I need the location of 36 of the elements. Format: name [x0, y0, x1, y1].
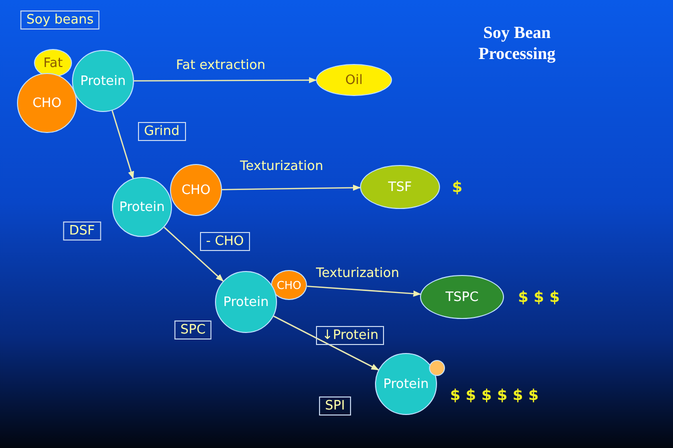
arrow	[306, 286, 422, 297]
arrow	[112, 110, 134, 180]
arrow	[134, 77, 317, 84]
stage-label-box: SPI	[319, 396, 351, 416]
price-label: $ $ $ $ $ $	[450, 386, 539, 404]
edge-label: Texturization	[240, 159, 324, 174]
price-label: $ $ $	[518, 288, 560, 306]
node-label: Fat	[43, 56, 63, 70]
edge-label: Texturization	[316, 266, 400, 281]
node-label: CHO	[32, 96, 62, 110]
arrow	[222, 184, 361, 191]
node-label: TSPC	[445, 290, 479, 304]
component-circle	[170, 164, 222, 216]
product-ellipse	[34, 49, 72, 77]
arrow	[273, 316, 380, 370]
node-label: Protein	[119, 200, 165, 214]
node-label: CHO	[276, 278, 302, 292]
node-label: Protein	[223, 294, 269, 310]
step-label-box: - CHO	[200, 232, 250, 251]
stage-label-box: Soy beans	[20, 10, 100, 30]
stage-label-box: DSF	[63, 222, 101, 240]
edge-label: Fat extraction	[176, 58, 266, 73]
price-label: $	[452, 178, 462, 196]
node-label: Oil	[345, 72, 363, 88]
stage-label-box: SPC	[174, 320, 212, 340]
product-ellipse	[271, 270, 307, 300]
node-label: CHO	[181, 182, 211, 198]
component-circle	[215, 271, 277, 333]
step-label-box: Grind	[138, 122, 186, 141]
circle-shape	[429, 360, 445, 376]
node-label: Protein	[80, 74, 126, 88]
step-label-box: ↓Protein	[316, 326, 384, 345]
arrow	[164, 226, 224, 282]
node-label: Protein	[383, 376, 429, 392]
title: Soy Bean Processing	[477, 22, 557, 64]
node-label: TSF	[388, 180, 412, 194]
